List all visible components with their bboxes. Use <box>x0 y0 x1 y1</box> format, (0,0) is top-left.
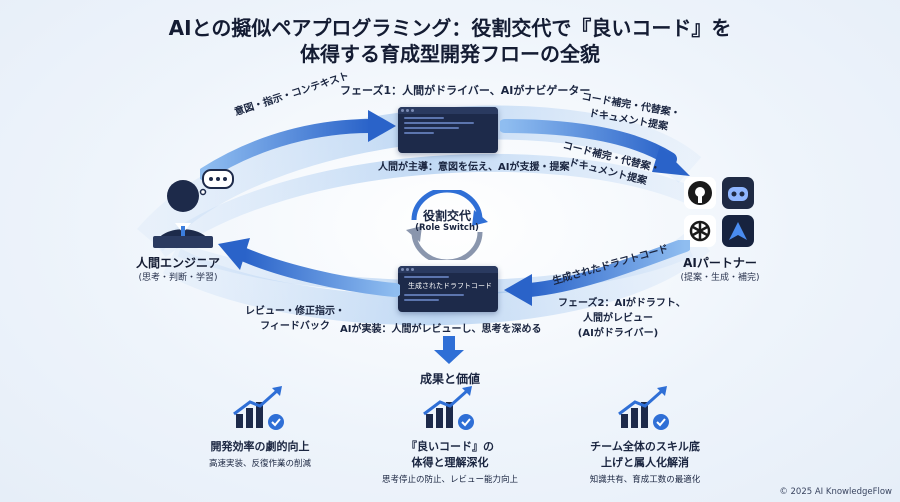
draft-arrow <box>504 240 690 306</box>
phase2-window-label: 生成されたドラフトコード <box>408 282 492 290</box>
phase2-header-b: 人間がレビュー <box>583 313 653 324</box>
result-2-sub: 思考停止の防止、レビュー能力向上 <box>381 475 518 485</box>
review-arrow <box>218 238 400 297</box>
result-1-sub: 高速実装、反復作業の削減 <box>208 459 311 469</box>
result-item-2: 『良いコード』の 体得と理解深化 思考停止の防止、レビュー能力向上 <box>380 384 520 485</box>
result-item-3: チーム全体のスキル底 上げと属人化解消 知識共有、育成工数の最適化 <box>570 384 720 485</box>
growth-chart-icon <box>233 386 284 430</box>
phase2-header-a: フェーズ2：AIがドラフト、 <box>558 298 686 309</box>
phase2-header-c: (AIがドライバー) <box>577 328 659 339</box>
copyright: © 2025 AI KnowledgeFlow <box>779 487 892 497</box>
human-name: 人間エンジニア <box>135 256 220 270</box>
phase1-header: フェーズ1：人間がドライバー、AIがナビゲーター <box>340 84 591 97</box>
role-switch-title: 役割交代 <box>422 209 471 223</box>
review-label-a: レビュー・修正指示・ <box>245 306 345 317</box>
phase2-bottom-label: AIが実装：人間がレビューし、思考を深める <box>340 324 542 335</box>
result-1-title: 開発効率の劇的向上 <box>210 440 310 453</box>
role-switch-icon <box>406 190 488 260</box>
github-icon <box>684 177 716 209</box>
phase2-code-window: 生成されたドラフトコード <box>398 266 498 312</box>
phase1-window-label: 人間が主導：意図を伝え、AIが支援・提案 <box>378 162 570 173</box>
result-3-title-b: 上げと属人化解消 <box>601 456 689 469</box>
review-label-b: フィードバック <box>260 321 330 332</box>
growth-chart-icon <box>618 386 669 430</box>
result-2-title-b: 体得と理解深化 <box>411 456 489 469</box>
ai-name: AIパートナー <box>683 256 757 270</box>
result-2-title-a: 『良いコード』の <box>406 440 494 453</box>
human-sub: (思考・判断・学習) <box>138 273 218 283</box>
title-line-1: AIとの擬似ペアプログラミング：役割交代で『良いコード』を <box>168 16 732 40</box>
phase2-header: フェーズ2：AIがドラフト、 人間がレビュー (AIがドライバー) <box>558 294 686 339</box>
result-item-1: 開発効率の劇的向上 高速実装、反復作業の削減 <box>190 384 330 469</box>
review-label: レビュー・修正指示・ フィードバック <box>240 302 350 332</box>
copilot-icon <box>722 177 754 209</box>
engineer-icon <box>153 169 234 248</box>
result-3-title-a: チーム全体のスキル底 <box>590 440 700 453</box>
growth-chart-icon <box>423 386 474 430</box>
down-arrow <box>434 336 464 364</box>
title-line-2: 体得する育成型開発フローの全貌 <box>300 42 600 66</box>
result-3-sub: 知識共有、育成工数の最適化 <box>589 475 701 485</box>
results-header: 成果と価値 <box>419 372 480 386</box>
phase1-code-window <box>398 107 498 153</box>
role-switch-sub: (Role Switch) <box>415 223 479 233</box>
ai-assistant-icon <box>722 215 754 247</box>
suggest-arrow <box>500 119 690 176</box>
intent-arrow <box>200 110 396 181</box>
ai-sub: (提案・生成・補完) <box>680 273 760 283</box>
